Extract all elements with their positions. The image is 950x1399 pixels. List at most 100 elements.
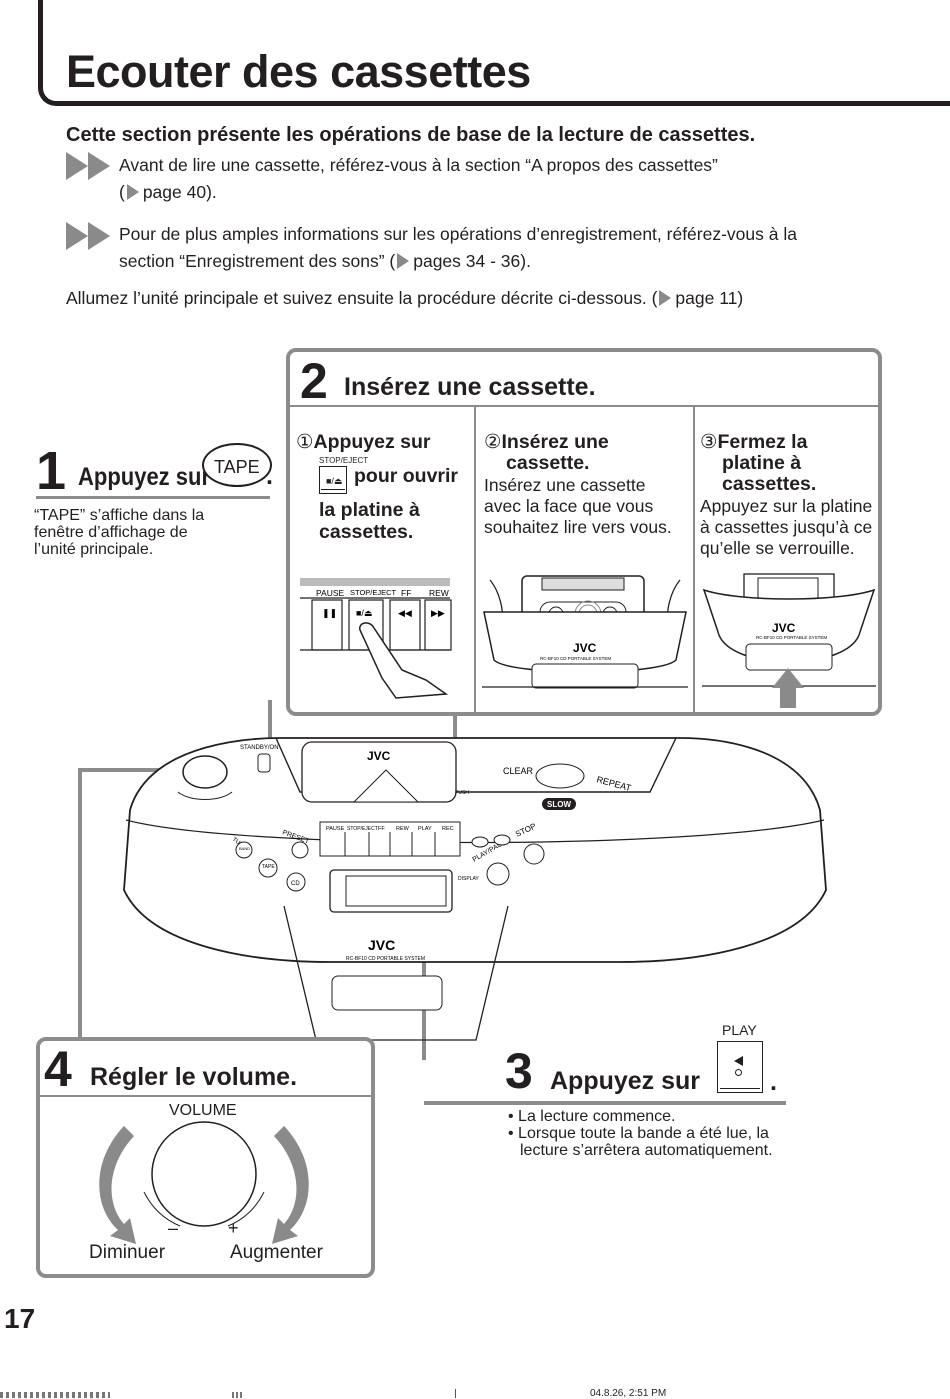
- step1-number: 1: [36, 441, 67, 501]
- note2-line2: section “Enregistrement des sons” (: [119, 251, 396, 271]
- tape-button[interactable]: TAPE: [202, 443, 272, 487]
- deck-label-stopeject: STOP/EJECT: [350, 588, 397, 597]
- volume-plus: +: [228, 1218, 239, 1238]
- rotate-right-arrow-icon: [272, 1126, 309, 1244]
- step2c-body-line2: à cassettes jusqu’à ce: [700, 517, 873, 537]
- step3-bullet2-line1: • Lorsque toute la bande a été lue, la: [508, 1125, 769, 1142]
- header-frame: [38, 0, 950, 106]
- step3-bullet2-line2: lecture s’arrêtera automatiquement.: [520, 1142, 773, 1159]
- deck-label-play: PLAY: [418, 826, 432, 832]
- step2b-num: ②: [484, 431, 502, 453]
- step2-number: 2: [300, 353, 328, 409]
- brand-logo: JVC: [772, 621, 796, 635]
- step2b-title-line1: Insérez une: [501, 431, 609, 453]
- tape-button-label: TAPE: [214, 457, 260, 477]
- close-deck-illustration: JVC RC-BF10 CD PORTABLE SYSTEM: [702, 573, 876, 708]
- page-ref-icon: [126, 184, 139, 200]
- step1-desc-line1: “TAPE” s’affiche dans la: [34, 507, 205, 524]
- note2-ref: pages 34 - 36).: [413, 251, 531, 271]
- step2a-title-line3: la platine à: [319, 499, 420, 521]
- step3-title: Appuyez sur: [550, 1067, 701, 1095]
- insert-cassette-illustration: JVC RC-BF10 CD PORTABLE SYSTEM: [482, 575, 688, 689]
- deck-label-rec: REC: [442, 826, 454, 832]
- brand-logo: JVC: [573, 641, 597, 655]
- deck-label-stopeject: STOP/EJECT: [347, 826, 378, 832]
- note-recording: Pour de plus amples informations sur les…: [119, 221, 899, 275]
- svg-text:▶▶: ▶▶: [431, 608, 445, 618]
- step2c-title: ③Fermez la platine à cassettes.: [700, 432, 816, 495]
- step2c-title-line2: platine à: [722, 452, 802, 474]
- page-number: 17: [4, 1303, 36, 1334]
- deck-buttons-illustration: PAUSE STOP/EJECT FF REW ❚❚ ■/⏏ ◀◀ ▶▶: [300, 578, 452, 699]
- crop-marks: [232, 1392, 244, 1398]
- play-triangle-icon: [734, 1056, 743, 1066]
- cd-label: CD: [291, 881, 300, 887]
- step2a-title: ①Appuyez sur: [296, 432, 431, 453]
- brand-logo: JVC: [367, 749, 391, 763]
- deck-label-ff: FF: [401, 588, 411, 598]
- volume-knob: [151, 1121, 257, 1227]
- note2-line1: Pour de plus amples informations sur les…: [119, 224, 797, 244]
- step2-box: [286, 348, 882, 716]
- step3-underline: [424, 1101, 786, 1105]
- step2c-title-line3: cassettes.: [722, 473, 817, 495]
- note1-ref: page 40).: [142, 182, 217, 202]
- play-button[interactable]: [717, 1041, 763, 1093]
- step1-underline: [36, 496, 270, 499]
- slow-label: SLOW: [547, 800, 571, 809]
- deck-label-ff: FF: [378, 826, 385, 832]
- step4-box: [36, 1037, 375, 1278]
- push-label: PUSH: [455, 790, 469, 796]
- step3-bullet1: • La lecture commence.: [508, 1108, 676, 1125]
- tape-label: TAPE: [262, 864, 275, 870]
- play-caption: PLAY: [722, 1022, 757, 1038]
- step2c-title-line1: Fermez la: [717, 431, 808, 453]
- power-on-ref: page 11): [675, 288, 744, 308]
- deck-label-rew: REW: [429, 588, 449, 598]
- svg-text:◀◀: ◀◀: [398, 608, 412, 618]
- crop-marks: [0, 1392, 110, 1398]
- stop-eject-button-icon: ■/⏏: [319, 466, 347, 494]
- page-title: Ecouter des cassettes: [66, 46, 531, 97]
- svg-text:❚❚: ❚❚: [322, 608, 337, 619]
- deck-label-pause: PAUSE: [326, 826, 345, 832]
- step2a-title-line2: pour ouvrir: [354, 465, 459, 487]
- push-up-arrow-icon: [772, 668, 804, 708]
- step2-title: Insérez une cassette.: [344, 373, 596, 401]
- step2c-body-line1: Appuyez sur la platine: [700, 496, 873, 516]
- volume-knob-diagram: [99, 1121, 309, 1244]
- step2b-body-line2: avec la face que vous: [484, 496, 654, 516]
- rotate-left-arrow-icon: [99, 1126, 136, 1244]
- page-ref-icon: [659, 290, 672, 306]
- volume-label: VOLUME: [169, 1102, 237, 1119]
- step2c-body: Appuyez sur la platine à cassettes jusqu…: [700, 496, 872, 559]
- volume-minus: –: [168, 1218, 179, 1238]
- step2b-body-line1: Insérez une cassette: [484, 475, 646, 495]
- deck-label-rew: REW: [396, 826, 410, 832]
- note1-line1: Avant de lire une cassette, référez-vous…: [119, 155, 718, 175]
- step2b-title: ②Insérez une cassette.: [484, 432, 609, 474]
- svg-text:■/⏏: ■/⏏: [356, 608, 372, 618]
- step2a-title-line1: Appuyez sur: [313, 431, 431, 453]
- print-timestamp: 04.8.26, 2:51 PM: [590, 1388, 667, 1399]
- power-on-instruction: Allumez l’unité principale et suivez ens…: [66, 288, 743, 309]
- step2b-body: Insérez une cassette avec la face que vo…: [484, 475, 672, 538]
- step4-number: 4: [44, 1041, 72, 1097]
- deck-label-pause: PAUSE: [316, 588, 345, 598]
- step2a-num: ①: [296, 431, 314, 453]
- step3-number: 3: [505, 1043, 533, 1099]
- stop-eject-caption: STOP/EJECT: [319, 456, 369, 465]
- intro-heading: Cette section présente les opérations de…: [66, 124, 756, 146]
- note-cassettes: Avant de lire une cassette, référez-vous…: [119, 152, 899, 206]
- model-label: RC-BF10 CD PORTABLE SYSTEM: [540, 656, 611, 661]
- brand-logo: JVC: [368, 937, 395, 953]
- step1-description: “TAPE” s’affiche dans la fenêtre d’affic…: [34, 507, 204, 558]
- double-arrow-icon: [66, 222, 110, 250]
- step1-desc-line3: l’unité principale.: [34, 541, 154, 558]
- model-label: RC-BF10 CD PORTABLE SYSTEM: [756, 635, 827, 640]
- page-ref-icon: [397, 253, 410, 269]
- step3-bullets: • La lecture commence. • Lorsque toute l…: [508, 1108, 773, 1159]
- step1-desc-line2: fenêtre d’affichage de: [34, 524, 188, 541]
- model-label: RC-BF10 CD PORTABLE SYSTEM: [346, 956, 425, 962]
- step2-col-divider: [474, 407, 476, 712]
